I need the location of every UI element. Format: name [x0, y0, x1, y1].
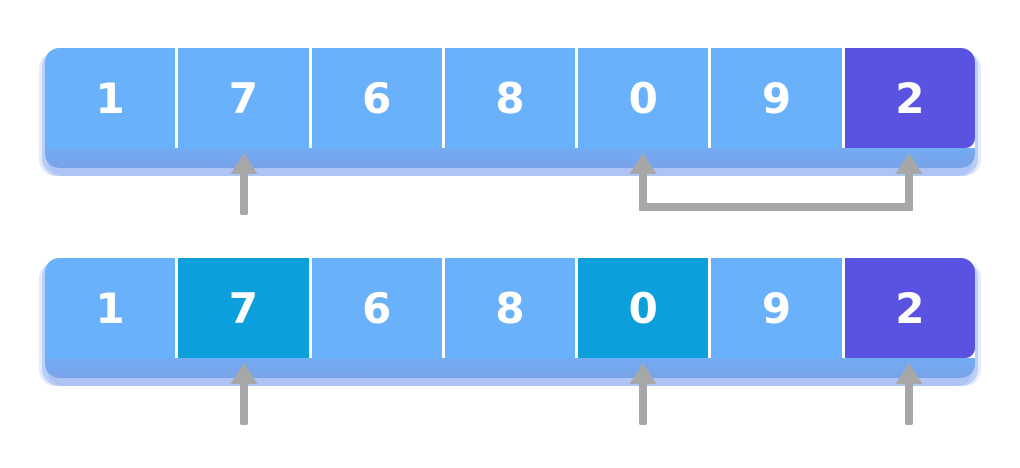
array-cell: 1 — [45, 258, 176, 358]
array-row-1-cells: 1 7 6 8 0 9 2 — [45, 48, 975, 148]
array-row-2-cells: 1 7 6 8 0 9 2 — [45, 258, 975, 358]
array-cell-highlighted: 7 — [175, 258, 309, 358]
array-cell: 6 — [308, 48, 442, 148]
array-row-base — [45, 148, 975, 168]
array-cell: 9 — [708, 258, 842, 358]
array-cell-highlighted: 0 — [575, 258, 709, 358]
array-cell: 8 — [441, 258, 576, 358]
up-arrow-icon — [230, 363, 258, 425]
swap-connector-icon — [629, 153, 923, 211]
array-cell: 6 — [308, 258, 442, 358]
up-arrow-icon — [230, 153, 258, 215]
array-cell-pivot: 2 — [841, 258, 975, 358]
array-row-2: 1 7 6 8 0 9 2 — [45, 258, 975, 378]
up-arrow-icon — [629, 363, 657, 425]
array-cell: 1 — [45, 48, 176, 148]
array-cell: 0 — [575, 48, 709, 148]
up-arrow-icon — [895, 363, 923, 425]
array-cell-pivot: 2 — [841, 48, 975, 148]
array-row-base — [45, 358, 975, 378]
array-row-1: 1 7 6 8 0 9 2 — [45, 48, 975, 168]
array-cell: 8 — [441, 48, 576, 148]
array-cell: 7 — [175, 48, 309, 148]
array-cell: 9 — [708, 48, 842, 148]
